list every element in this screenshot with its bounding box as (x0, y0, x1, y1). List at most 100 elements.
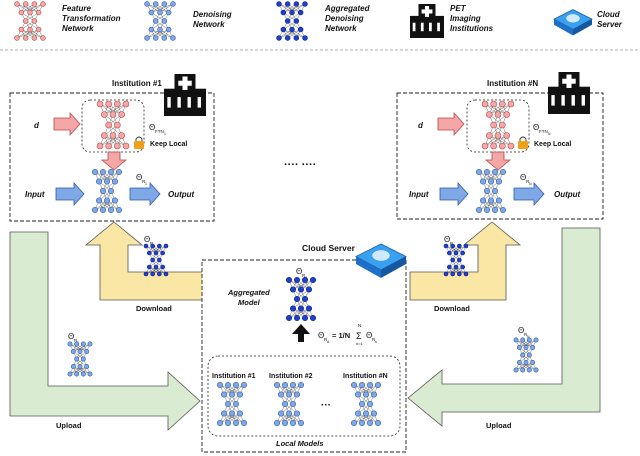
network-node (453, 250, 459, 256)
network-node (281, 400, 289, 408)
network-node (374, 419, 382, 427)
network-node (289, 9, 295, 16)
network-node (77, 364, 83, 369)
network-node (163, 271, 169, 277)
network-node (144, 35, 150, 41)
flow-labels: Download Download Upload Upload Θ R A Θ … (56, 235, 539, 430)
network-node (447, 250, 452, 256)
network-node (463, 243, 469, 249)
upload-left-theta-sub: R (74, 338, 78, 343)
network-node (523, 360, 529, 365)
network-node (281, 381, 289, 389)
network-node (220, 391, 228, 398)
network-node (143, 243, 149, 249)
institution-n-panel: Institution #N d Θ FTN N Keep Local Θ R … (396, 72, 604, 220)
network-node (293, 276, 301, 284)
network-node (495, 178, 503, 185)
network-node (526, 337, 532, 343)
network-node (80, 356, 86, 362)
network-node (161, 1, 168, 7)
network-node (74, 371, 80, 377)
network-node (460, 250, 465, 256)
upload-arrow-right (407, 227, 601, 427)
institution-n-input-label: Input (409, 190, 429, 199)
network-node (216, 381, 224, 389)
network-node (293, 1, 300, 7)
upload-left-theta: Θ (68, 332, 74, 341)
network-node (31, 35, 38, 41)
network-node (526, 367, 532, 373)
institution-1-d-arrow (53, 111, 81, 137)
network-node (152, 18, 159, 24)
institution-1-output-label: Output (168, 190, 195, 199)
network-node (350, 419, 358, 427)
network-node (70, 364, 76, 369)
network-node (101, 132, 108, 139)
network-node (150, 243, 155, 249)
network-node (358, 381, 366, 389)
local-models-region (207, 355, 401, 437)
local-inst-2-label: Institution #2 (269, 373, 313, 380)
network-node (280, 9, 287, 16)
network-node (520, 337, 526, 343)
institution-1-theta-r-sub: R (142, 179, 146, 184)
network-node (31, 1, 38, 7)
institution-n-title: Institution #N (487, 79, 538, 88)
network-node (301, 276, 309, 284)
legend: Feature Transformation Network Denoising… (14, 1, 623, 41)
network-node (224, 419, 232, 427)
network-node (530, 345, 536, 350)
network-node (153, 264, 159, 270)
network-node (99, 206, 107, 214)
network-node (224, 381, 232, 389)
network-node (358, 400, 366, 408)
network-node (236, 391, 244, 398)
legend-aggregated-icon (276, 1, 308, 41)
lock-icon (134, 136, 144, 149)
network-node (289, 26, 295, 33)
network-node (148, 26, 155, 33)
network-node (115, 206, 123, 214)
aggregated-model-line1: Aggregated (227, 288, 270, 297)
network-node (475, 168, 483, 176)
network-node (91, 168, 99, 176)
network-node (70, 349, 76, 354)
aggregated-network (285, 276, 317, 322)
network-node (309, 276, 317, 284)
network-node (285, 391, 293, 398)
network-node (483, 187, 491, 195)
network-node (22, 1, 29, 7)
network-node (87, 371, 93, 377)
network-node (240, 419, 248, 427)
network-node (276, 1, 282, 7)
institution-1-theta-r: Θ (136, 173, 142, 182)
lock-icon (518, 136, 528, 149)
network-node (80, 341, 86, 347)
legend-agg-line1: Aggregated (324, 4, 371, 13)
flow-arrows (9, 221, 601, 431)
formula-sum-sign: Σ (356, 331, 362, 341)
network-node (144, 1, 150, 7)
network-node (107, 187, 115, 195)
network-node (284, 1, 291, 7)
legend-cloud-line2: Server (597, 20, 623, 29)
network-node (297, 26, 304, 33)
network-node (150, 271, 155, 277)
network-node (475, 206, 483, 214)
network-node (293, 35, 300, 41)
legend-ftn-line3: Network (62, 24, 94, 33)
network-node (18, 26, 25, 33)
network-node (103, 197, 111, 204)
network-node (499, 142, 506, 150)
network-node (285, 276, 293, 284)
network-node (109, 111, 117, 118)
network-node (153, 250, 159, 256)
network-node (111, 197, 119, 204)
institution-n-d-label: d (418, 121, 424, 130)
download-left-theta: Θ (144, 235, 150, 244)
institution-1-theta-r-subsub: 1 (145, 182, 147, 186)
network-node (232, 400, 240, 408)
network-node (516, 345, 522, 350)
network-node (507, 100, 515, 108)
